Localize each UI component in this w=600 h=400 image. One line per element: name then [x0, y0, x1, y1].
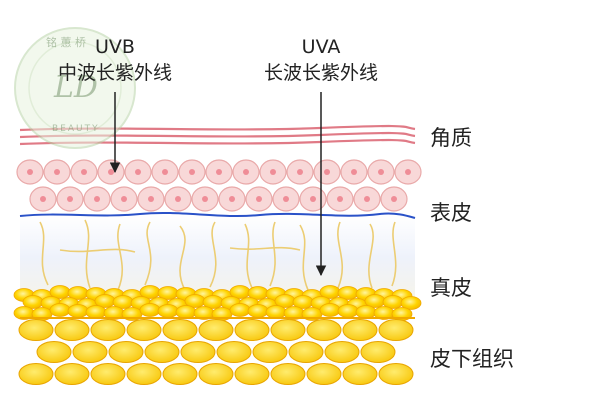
fat-droplets-row — [13, 285, 422, 321]
label-epidermis: 表皮 — [430, 201, 472, 225]
fat-cell — [126, 319, 162, 341]
epidermis-cell — [218, 186, 246, 212]
epidermis-cell — [29, 186, 57, 212]
epidermis-cell — [340, 159, 368, 185]
fat-cell — [144, 341, 180, 363]
epidermis-cell — [70, 159, 98, 185]
fat-cell — [72, 341, 108, 363]
fat-cell — [198, 363, 234, 385]
fat-cell — [198, 319, 234, 341]
epidermis-cell — [299, 186, 327, 212]
fat-droplet — [265, 305, 287, 319]
fat-droplet — [337, 304, 359, 318]
epidermis-cell — [205, 159, 233, 185]
epidermis-cell — [232, 159, 260, 185]
fat-cell — [360, 341, 396, 363]
fat-cell — [252, 341, 288, 363]
epidermis-cell — [178, 159, 206, 185]
epidermis-cell — [313, 159, 341, 185]
fat-cell — [108, 341, 144, 363]
fat-cell — [162, 363, 198, 385]
fat-cell — [54, 319, 90, 341]
fat-droplet — [175, 305, 197, 319]
watermark-logo — [14, 27, 136, 149]
fat-droplet — [247, 304, 269, 318]
epidermis-cell — [259, 159, 287, 185]
fat-cell — [54, 363, 90, 385]
epidermis-cell — [380, 186, 408, 212]
fat-cell — [180, 341, 216, 363]
epidermis-cell — [151, 159, 179, 185]
epidermis-cell — [191, 186, 219, 212]
fat-droplet — [319, 303, 341, 317]
fat-droplet — [400, 296, 422, 310]
fat-cell — [162, 319, 198, 341]
fat-cell — [18, 363, 54, 385]
uvb-label: UVB 中波长紫外线 — [40, 34, 190, 86]
fat-cell — [216, 341, 252, 363]
fat-droplet — [67, 304, 89, 318]
fat-cell — [306, 363, 342, 385]
fat-cell — [378, 363, 414, 385]
fat-droplet — [229, 303, 251, 317]
epidermis-cell — [353, 186, 381, 212]
fat-droplet — [85, 305, 107, 319]
dermis-fibers — [39, 219, 397, 291]
epidermis-cell — [56, 186, 84, 212]
fat-cell — [288, 341, 324, 363]
epidermis-cell — [83, 186, 111, 212]
epidermis-layer — [16, 159, 422, 212]
watermark-monogram: LD — [54, 70, 98, 105]
fat-cell — [90, 319, 126, 341]
fat-cell — [306, 319, 342, 341]
fat-droplet — [49, 303, 71, 317]
uvb-code: UVB — [95, 36, 135, 58]
uvb-name: 中波长紫外线 — [57, 62, 172, 84]
label-dermis: 真皮 — [430, 276, 472, 300]
fat-cell — [36, 341, 72, 363]
epidermis-cell — [367, 159, 395, 185]
fat-droplet — [157, 304, 179, 318]
epidermis-cell — [326, 186, 354, 212]
uva-label: UVA 长波长紫外线 — [246, 34, 396, 86]
basal-membrane-line — [19, 211, 416, 219]
uva-code: UVA — [301, 36, 341, 58]
fat-cell — [270, 363, 306, 385]
epidermis-cell — [137, 186, 165, 212]
epidermis-cell — [245, 186, 273, 212]
epidermis-cell — [110, 186, 138, 212]
fat-cell — [234, 363, 270, 385]
watermark-bottom-text: BEAUTY — [52, 124, 100, 134]
fat-droplet — [139, 303, 161, 317]
fat-cell — [270, 319, 306, 341]
epidermis-cell — [97, 159, 125, 185]
fat-cell — [126, 363, 162, 385]
subcutaneous-layer — [18, 319, 414, 385]
fat-droplet — [355, 305, 377, 319]
epidermis-cell — [43, 159, 71, 185]
epidermis-cell — [16, 159, 44, 185]
fat-cell — [324, 341, 360, 363]
uva-name: 长波长紫外线 — [263, 62, 378, 84]
epidermis-cell — [286, 159, 314, 185]
epidermis-cell — [394, 159, 422, 185]
fat-cell — [90, 363, 126, 385]
epidermis-cell — [272, 186, 300, 212]
fat-cell — [234, 319, 270, 341]
dermis-layer — [20, 215, 415, 300]
epidermis-cell — [164, 186, 192, 212]
epidermis-cell — [124, 159, 152, 185]
watermark-top-text: 铭 蕙 桥 — [46, 36, 86, 49]
label-stratum-corneum: 角质 — [430, 126, 472, 150]
fat-cell — [378, 319, 414, 341]
fat-cell — [18, 319, 54, 341]
fat-cell — [342, 363, 378, 385]
fat-cell — [342, 319, 378, 341]
label-subcutaneous: 皮下组织 — [430, 347, 514, 371]
